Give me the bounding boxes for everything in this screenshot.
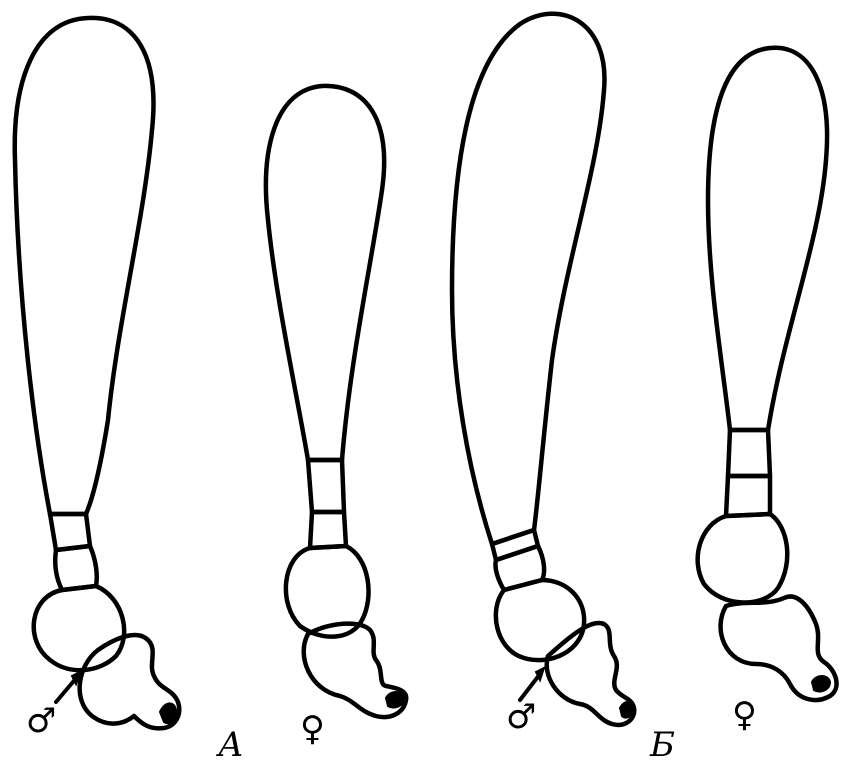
panel-label-a: А — [216, 725, 244, 765]
antenna-a-male — [15, 18, 179, 728]
antenna-pedicel — [34, 586, 124, 670]
female-symbol: ♀ — [732, 695, 757, 735]
antenna-segment — [728, 430, 770, 476]
antenna-segment — [308, 460, 344, 512]
antenna-club-segment — [266, 86, 384, 460]
male-symbol: ♂ — [26, 701, 56, 741]
antenna-a-female — [266, 86, 406, 717]
antenna-b-female — [698, 48, 837, 700]
female-symbol: ♀ — [300, 709, 325, 749]
antenna-scape-tip — [620, 702, 634, 718]
antenna-segment — [55, 546, 97, 590]
antenna-pedicel — [496, 580, 584, 660]
antenna-segment — [726, 476, 770, 516]
antenna-segment — [310, 512, 346, 548]
antenna-scape-tip — [812, 676, 830, 692]
antenna-scape-tip — [386, 692, 404, 708]
antenna-club-segment — [15, 18, 154, 514]
antenna-b-male — [452, 14, 634, 725]
male-symbol: ♂ — [506, 697, 536, 737]
antenna-club-segment — [708, 48, 827, 430]
antenna-pedicel — [698, 514, 788, 603]
antenna-scape-tip — [160, 703, 176, 723]
antenna-club-segment — [452, 14, 604, 544]
panel-label-b: Б — [649, 725, 675, 765]
